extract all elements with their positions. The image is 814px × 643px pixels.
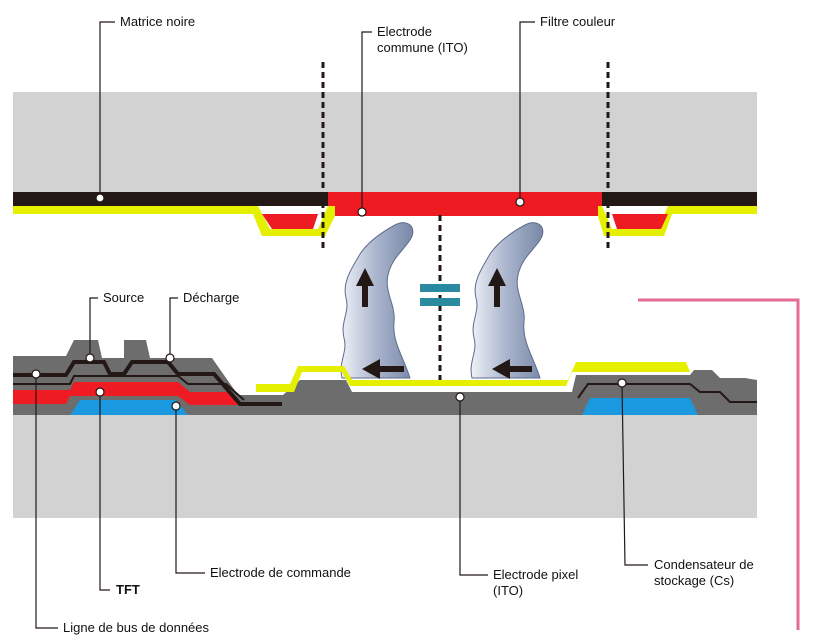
bottom-glass-substrate xyxy=(13,415,757,518)
label-filtre-couleur: Filtre couleur xyxy=(540,14,616,29)
label-electrode-commune-line1: Electrode xyxy=(377,24,432,39)
data-bus-black-1 xyxy=(13,360,282,406)
leader-lines xyxy=(35,21,648,629)
label-electrode-commune-line2: commune (ITO) xyxy=(377,40,468,55)
data-bus-black-2 xyxy=(13,375,245,401)
arrow-left-left xyxy=(362,359,404,379)
label-matrice-noire: Matrice noire xyxy=(120,14,196,29)
connection-dots xyxy=(31,193,627,411)
red-semiconductor-layer xyxy=(13,382,240,405)
arrow-up-right xyxy=(488,268,506,307)
color-filter-center xyxy=(328,192,602,216)
label-electrode-commande: Electrode de commande xyxy=(210,565,351,580)
liquid-crystal-left xyxy=(340,222,414,379)
top-glass-substrate xyxy=(13,92,757,192)
label-tft: TFT xyxy=(116,582,140,597)
pink-reference-line xyxy=(638,298,800,630)
gate-electrode-tft xyxy=(70,400,188,415)
equals-sign-top xyxy=(420,284,460,292)
color-filter-left xyxy=(262,214,318,229)
storage-capacitor-electrode xyxy=(582,398,698,415)
label-source: Source xyxy=(103,290,145,305)
arrow-left-right xyxy=(492,359,532,379)
label-condensateur-line1: Condensateur de xyxy=(654,557,754,572)
arrow-up-left xyxy=(356,268,374,307)
equals-sign-bottom xyxy=(420,298,460,306)
pixel-electrode-ito xyxy=(256,362,690,392)
liquid-crystal-right xyxy=(470,222,544,379)
color-filter-right xyxy=(612,214,668,229)
label-electrode-pixel-line2: (ITO) xyxy=(493,583,524,598)
label-decharge: Décharge xyxy=(183,290,240,305)
label-electrode-pixel-line1: Electrode pixel xyxy=(493,567,579,582)
label-ligne-bus: Ligne de bus de données xyxy=(63,620,210,635)
label-condensateur-line2: stockage (Cs) xyxy=(654,573,735,588)
storage-capacitor-line xyxy=(577,383,757,403)
